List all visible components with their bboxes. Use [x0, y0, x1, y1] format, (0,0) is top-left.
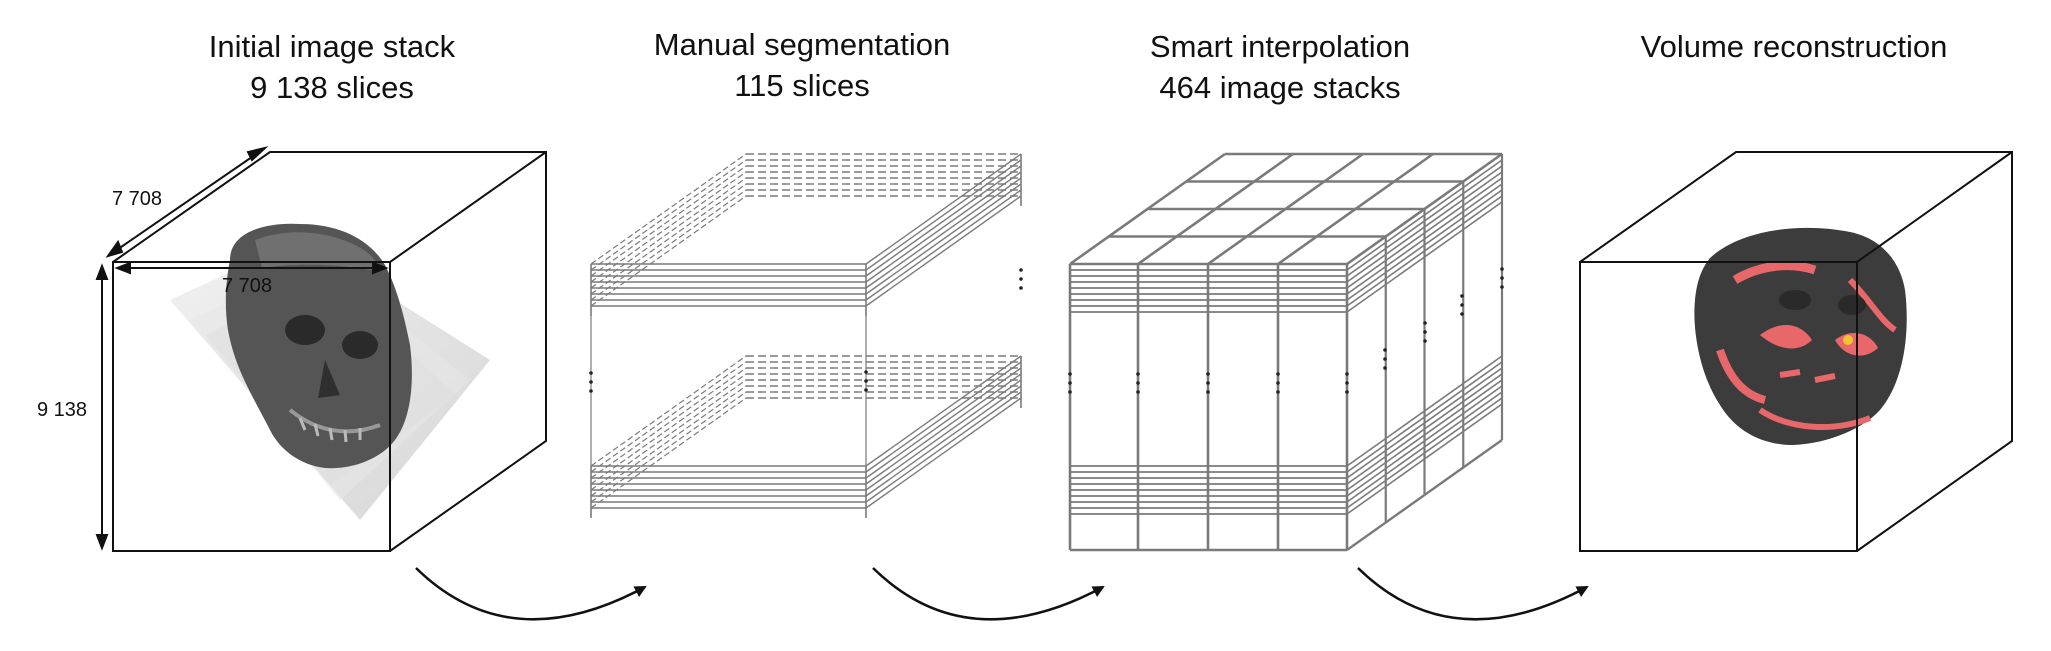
slab-line [865, 379, 1022, 491]
slab-line [590, 355, 747, 467]
slab-line [590, 367, 747, 479]
ellipsis-dot [1206, 381, 1210, 385]
ellipsis-dot [1500, 267, 1504, 271]
slab-line [590, 165, 747, 277]
ellipsis-dot [864, 388, 868, 392]
ellipsis-dot [1136, 372, 1140, 376]
stage-title: Initial image stack [208, 29, 456, 64]
arrow-3 [1357, 567, 1589, 621]
slab-line [865, 361, 1022, 473]
slab-line [590, 391, 747, 503]
skull-render [225, 223, 412, 469]
volume-reconstruction-cube [1579, 151, 2013, 552]
ellipsis-dot [1423, 339, 1427, 343]
slab-line [1346, 439, 1503, 551]
ellipsis-dot [1345, 372, 1349, 376]
cube-outline [1579, 151, 2013, 552]
stage-title-volume: Volume reconstruction [1594, 26, 1994, 67]
slab-line [865, 373, 1022, 485]
stage-title: Volume reconstruction [1640, 29, 1948, 64]
stage-subtitle: 115 slices [734, 68, 870, 103]
height-label: 9 138 [37, 399, 87, 421]
slab-line [865, 183, 1022, 295]
ellipsis-dot [1423, 321, 1427, 325]
ellipsis-dot [1500, 285, 1504, 289]
slab-line [1277, 152, 1434, 266]
slab-line [590, 171, 747, 283]
slab-line [865, 195, 1022, 307]
slab-line [590, 385, 747, 497]
slab-line [865, 171, 1022, 283]
stage-title-smart: Smart interpolation 464 image stacks [1080, 26, 1480, 108]
slab-line [590, 189, 747, 301]
arrow-1 [415, 567, 647, 621]
ellipsis-dot [1423, 330, 1427, 334]
ellipsis-dot [864, 379, 868, 383]
ellipsis-dot [1068, 390, 1072, 394]
depth-label: 7 708 [112, 188, 162, 210]
ellipsis-dot [1068, 372, 1072, 376]
ellipsis-dot [864, 370, 868, 374]
stage-subtitle: 9 138 slices [250, 70, 414, 105]
slab-line [590, 397, 747, 509]
slab-line [865, 165, 1022, 277]
slab-line [865, 391, 1022, 503]
stage-title: Manual segmentation [653, 27, 951, 62]
ellipsis-dot [1019, 268, 1023, 272]
initial-stack-cube: 7 708 7 708 9 138 [37, 146, 547, 552]
slab-line [590, 361, 747, 473]
slab-line [865, 367, 1022, 479]
ellipsis-dot [1345, 381, 1349, 385]
ellipsis-dot [1383, 357, 1387, 361]
slab-line [865, 177, 1022, 289]
width-label: 7 708 [222, 275, 272, 297]
smart-interpolation-grid [1068, 152, 1504, 552]
slab-line [865, 153, 1022, 265]
ellipsis-dot [1383, 348, 1387, 352]
ellipsis-dot [1019, 286, 1023, 290]
slab-line [590, 373, 747, 485]
arrow-2 [872, 567, 1105, 621]
manual-segmentation-slabs [589, 153, 1023, 518]
dimension-arrows [95, 146, 389, 551]
slab-line [590, 379, 747, 491]
slab-line [590, 177, 747, 289]
slab-line [865, 355, 1022, 467]
skull-reconstruction [1694, 227, 1907, 445]
ellipsis-dot [1500, 276, 1504, 280]
slab-line [865, 397, 1022, 509]
ellipsis-dot [1460, 294, 1464, 298]
stage-title-manual: Manual segmentation 115 slices [602, 24, 1002, 106]
stage-title-initial: Initial image stack 9 138 slices [132, 26, 532, 108]
cube-outline [112, 151, 547, 552]
ellipsis-dot [1136, 381, 1140, 385]
ellipsis-dot [1276, 390, 1280, 394]
slab-line [865, 385, 1022, 497]
slab-line [590, 183, 747, 295]
ellipsis-dot [1383, 366, 1387, 370]
ellipsis-dot [589, 371, 593, 375]
flow-arrows [415, 567, 1589, 621]
ellipsis-dot [1460, 312, 1464, 316]
stage-subtitle: 464 image stacks [1159, 70, 1401, 105]
slab-line [590, 153, 747, 265]
ellipsis-dot [589, 389, 593, 393]
slab-line [865, 189, 1022, 301]
ellipsis-dot [1206, 372, 1210, 376]
ellipsis-dot [1276, 381, 1280, 385]
slab-line [590, 159, 747, 271]
ellipsis-dot [1136, 390, 1140, 394]
ellipsis-dot [1206, 390, 1210, 394]
ellipsis-dot [1345, 390, 1349, 394]
ellipsis-dot [1460, 303, 1464, 307]
ellipsis-dot [1068, 381, 1072, 385]
ellipsis-dot [1276, 372, 1280, 376]
ellipsis-dot [589, 380, 593, 384]
ellipsis-dot [1019, 277, 1023, 281]
slab-line [590, 195, 747, 307]
slab-line [865, 159, 1022, 271]
stage-title: Smart interpolation [1149, 29, 1411, 64]
